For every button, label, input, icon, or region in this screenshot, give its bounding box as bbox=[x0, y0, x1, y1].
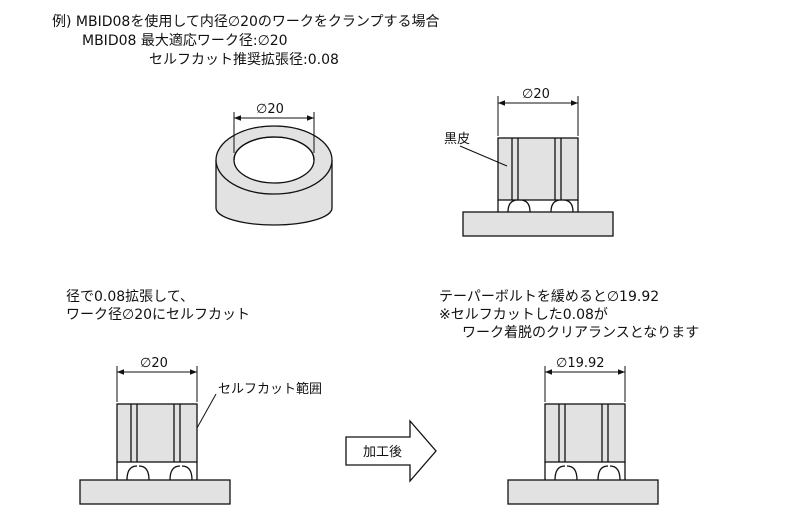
fig1-dimension bbox=[233, 112, 315, 153]
fig4-caption-2: ※セルフカットした0.08が bbox=[439, 307, 608, 323]
fig4-dimension bbox=[544, 366, 626, 402]
arrow-label: 加工後 bbox=[363, 445, 402, 460]
fig4-dim-label: ∅19.92 bbox=[556, 356, 605, 371]
fig1-dim-label: ∅20 bbox=[256, 102, 284, 117]
fig4-caption-3: ワーク着脱のクリアランスとなります bbox=[462, 325, 700, 341]
fig2-callout-label: 黒皮 bbox=[444, 132, 470, 147]
fig3-dimension bbox=[116, 366, 217, 429]
header-line-2: MBID08 最大適応ワーク径:∅20 bbox=[82, 33, 288, 49]
fig3-dim-label: ∅20 bbox=[140, 356, 168, 371]
header-line-1: 例) MBID08を使用して内径∅20のワークをクランプする場合 bbox=[52, 14, 440, 30]
fig3-callout-label: セルフカット範囲 bbox=[218, 382, 322, 397]
fig2-clamp bbox=[462, 137, 614, 237]
header-line-3: セルフカット推奨拡張径:0.08 bbox=[149, 52, 339, 68]
fig2-dimension bbox=[459, 96, 579, 167]
after-machining-arrow bbox=[345, 419, 437, 483]
fig3-caption-1: 径で0.08拡張して、 bbox=[66, 289, 195, 305]
fig4-caption-1: テーパーボルトを緩めると∅19.92 bbox=[439, 289, 660, 305]
fig3-clamp bbox=[79, 403, 231, 505]
fig3-caption-2: ワーク径∅20にセルフカット bbox=[66, 307, 251, 323]
fig4-clamp bbox=[507, 403, 659, 505]
fig1-workpiece-ring bbox=[215, 125, 333, 226]
fig2-dim-label: ∅20 bbox=[522, 87, 550, 102]
